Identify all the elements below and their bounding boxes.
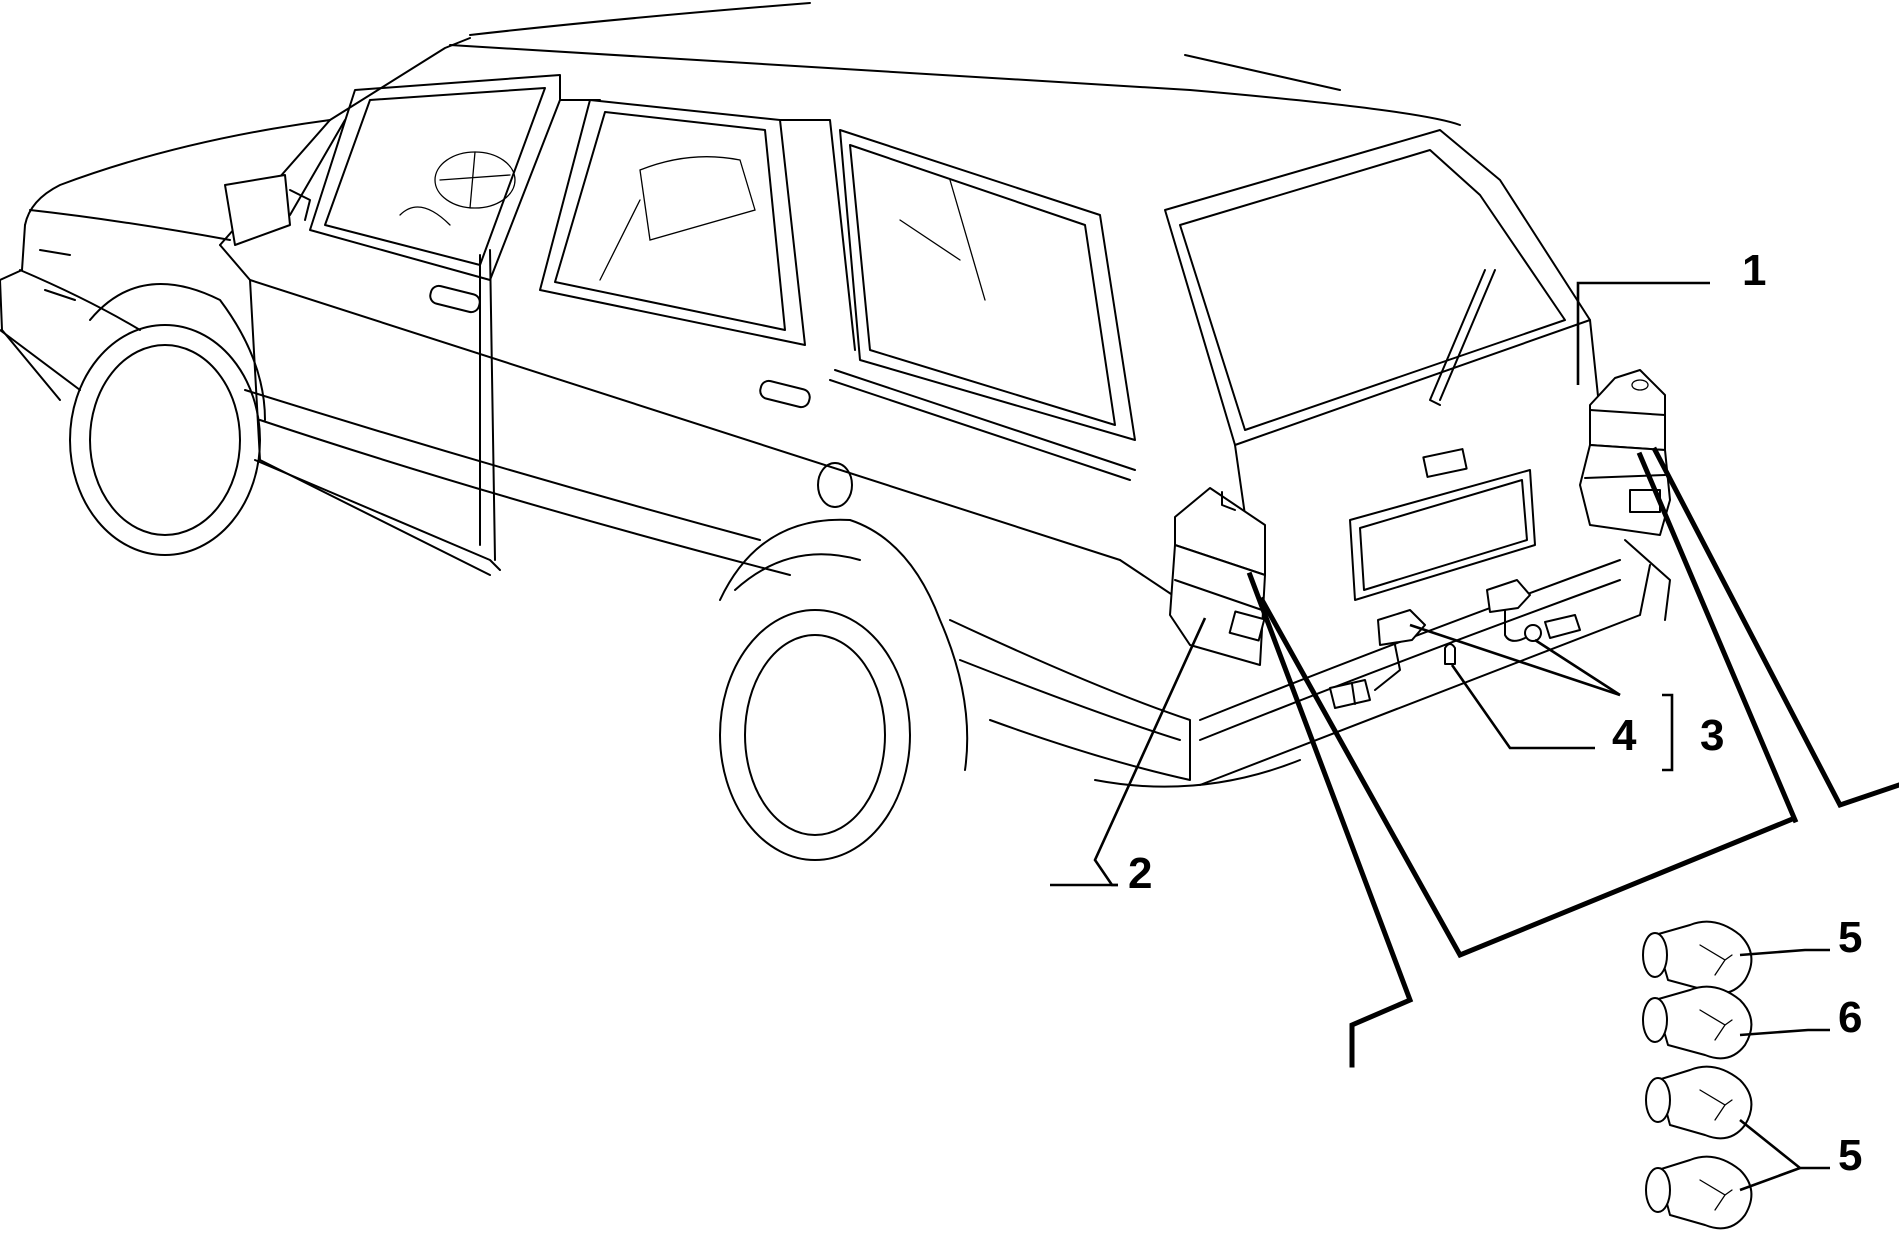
callout-labels: 1 2 3 4 5 6 5 bbox=[1128, 246, 1862, 1180]
callout-3: 3 bbox=[1700, 711, 1724, 760]
car-body-outline bbox=[0, 2, 1671, 861]
leader-5-top bbox=[1739, 948, 1830, 957]
callout-5-bottom: 5 bbox=[1838, 1131, 1862, 1180]
callout-6: 6 bbox=[1838, 993, 1862, 1042]
bracket-3 bbox=[1662, 693, 1674, 772]
leader-lines bbox=[1050, 281, 1830, 1192]
leader-4-to-left-lamp bbox=[1409, 623, 1621, 697]
number-plate-lamp-right bbox=[1486, 579, 1581, 642]
leader-5-bottom-b bbox=[1739, 1166, 1801, 1192]
bulb-6 bbox=[1642, 985, 1753, 1060]
number-plate-lamp-left bbox=[1329, 609, 1426, 709]
leader-5-bottom-a bbox=[1739, 1118, 1830, 1170]
bulb-5-bottom bbox=[1645, 1155, 1753, 1230]
explode-lines bbox=[1246, 446, 1899, 1068]
left-tail-lamp bbox=[1169, 487, 1266, 666]
leader-4-to-right-lamp bbox=[1534, 638, 1621, 697]
small-bulb-4 bbox=[1444, 643, 1456, 665]
leader-1 bbox=[1576, 281, 1710, 385]
leader-4-to-bulb bbox=[1450, 664, 1595, 750]
bulb-5-middle bbox=[1645, 1065, 1753, 1140]
bulb-5-top bbox=[1642, 920, 1753, 995]
leader-6 bbox=[1739, 1028, 1830, 1037]
callout-1: 1 bbox=[1742, 246, 1766, 295]
callout-4: 4 bbox=[1612, 711, 1637, 760]
callout-5-top: 5 bbox=[1838, 913, 1862, 962]
leader-2-diagonal bbox=[1093, 617, 1207, 887]
callout-2: 2 bbox=[1128, 849, 1152, 898]
